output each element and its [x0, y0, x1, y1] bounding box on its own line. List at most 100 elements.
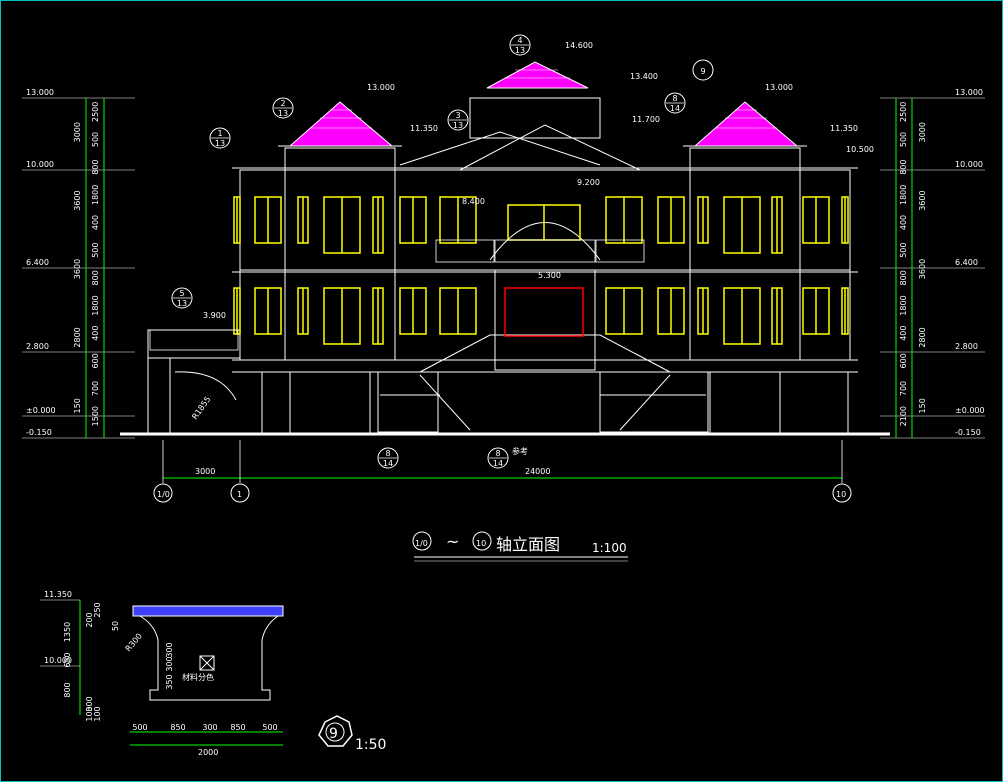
dim-label: 400 [91, 215, 100, 230]
detail-level-top: 11.350 [44, 590, 72, 599]
callout-circle [664, 92, 686, 114]
dim-label: 1800 [91, 185, 100, 205]
elev-14-600: 14.600 [565, 41, 593, 50]
right-roof [693, 101, 799, 147]
detail-hdim: 850 [170, 723, 185, 732]
left-roof [288, 101, 394, 147]
callout-number: 5 [179, 289, 184, 298]
detail-vdim: 100 [93, 706, 102, 721]
level-label: 10.000 [26, 160, 54, 169]
dim-label: 1500 [91, 406, 100, 426]
floor-1-band [239, 269, 851, 361]
detail-vdim: 800 [63, 682, 72, 697]
level-label: 6.400 [955, 258, 978, 267]
detail-level-bottom: 10.000 [44, 656, 72, 665]
title-axis-sep: ~ [446, 532, 459, 551]
callout-number: 8 [672, 94, 677, 103]
level-label: 2.800 [26, 342, 49, 351]
title-axis-to-circle [472, 531, 492, 551]
callout-circle [171, 287, 193, 309]
dim-label: 2800 [918, 327, 927, 347]
level-label: 2.800 [955, 342, 978, 351]
detail-radius: R300 [124, 632, 144, 654]
axis-circle-1-0 [153, 483, 173, 503]
callout-circle [447, 109, 469, 131]
dim-label: 600 [899, 353, 908, 368]
dim-label: 3600 [918, 190, 927, 210]
callout-number: 3 [455, 111, 460, 120]
dim-label: 1800 [899, 295, 908, 315]
elev-13-000-right: 13.000 [765, 83, 793, 92]
callout-sheet: 13 [515, 46, 525, 55]
level-label: -0.150 [955, 428, 981, 437]
dim-label: 3000 [73, 122, 82, 142]
elev-9-200: 9.200 [577, 178, 600, 187]
balustrades [149, 239, 645, 351]
elev-13-400: 13.400 [630, 72, 658, 81]
title-axis-to: 10 [476, 539, 486, 548]
callout-number: 8 [495, 449, 500, 458]
detail-vdim: 300 [165, 642, 174, 657]
left-level-markers: 13.00010.0006.4002.800±0.000-0.150300036… [22, 88, 135, 439]
title-axis-from-circle [412, 531, 432, 551]
dim-label: 800 [91, 270, 100, 285]
dim-label: 150 [918, 398, 927, 413]
dim-label: 1800 [91, 295, 100, 315]
dim-label: 400 [899, 326, 908, 341]
detail-hdim: 500 [132, 723, 147, 732]
axis-label-1-0: 1/0 [157, 490, 170, 499]
dim-label: 800 [91, 160, 100, 175]
elev-11-350-right: 11.350 [830, 124, 858, 133]
total-width-label: 24000 [525, 467, 550, 476]
dim-label: 800 [899, 270, 908, 285]
axis-circle-1 [230, 483, 250, 503]
callout-circle [209, 127, 231, 149]
dim-label: 400 [91, 326, 100, 341]
dim-label: 700 [91, 381, 100, 396]
level-label: 13.000 [955, 88, 983, 97]
level-label: ±0.000 [955, 406, 985, 415]
dim-label: 3600 [918, 259, 927, 279]
level-label: 6.400 [26, 258, 49, 267]
dim-label: 2500 [899, 102, 908, 122]
detail-vdim: 50 [111, 621, 120, 631]
level-label: -0.150 [26, 428, 52, 437]
windows [233, 196, 849, 345]
dim-label: 400 [899, 215, 908, 230]
detail-hdim: 300 [202, 723, 217, 732]
level-label: 13.000 [26, 88, 54, 97]
detail-vdim: 650 [63, 652, 72, 667]
dim-label: 600 [91, 353, 100, 368]
left-span-label: 3000 [195, 467, 215, 476]
callout-sheet: 13 [278, 109, 288, 118]
elev-3-900: 3.900 [203, 311, 226, 320]
detail-total-width: 2000 [198, 748, 218, 757]
dim-label: 500 [899, 132, 908, 147]
detail-vdim: 300 [165, 656, 174, 671]
floor-2-band [239, 169, 851, 271]
entrance-door [504, 287, 584, 337]
detail-vdim: 300 [85, 696, 94, 711]
detail-vdim: 350 [165, 674, 174, 689]
detail-vdim: 200 [85, 612, 94, 627]
title-axis-from: 1/0 [415, 539, 428, 548]
dim-label: 150 [73, 398, 82, 413]
callout-number: 8 [385, 449, 390, 458]
left-porch [147, 329, 241, 359]
detail-hdim: 850 [230, 723, 245, 732]
left-tower [284, 147, 396, 361]
callout-sheet: 13 [453, 121, 463, 130]
axis-label-1: 1 [237, 490, 242, 499]
dim-label: 1800 [899, 185, 908, 205]
callout-circle [509, 34, 531, 56]
dim-label: 3600 [73, 259, 82, 279]
radius-label: R1855 [190, 395, 212, 421]
elev-11-700: 11.700 [632, 115, 660, 124]
detail-vdim: 1350 [63, 622, 72, 642]
callout-number: 2 [280, 99, 285, 108]
callout-number: 1 [217, 129, 222, 138]
callout-number: 4 [517, 36, 522, 45]
